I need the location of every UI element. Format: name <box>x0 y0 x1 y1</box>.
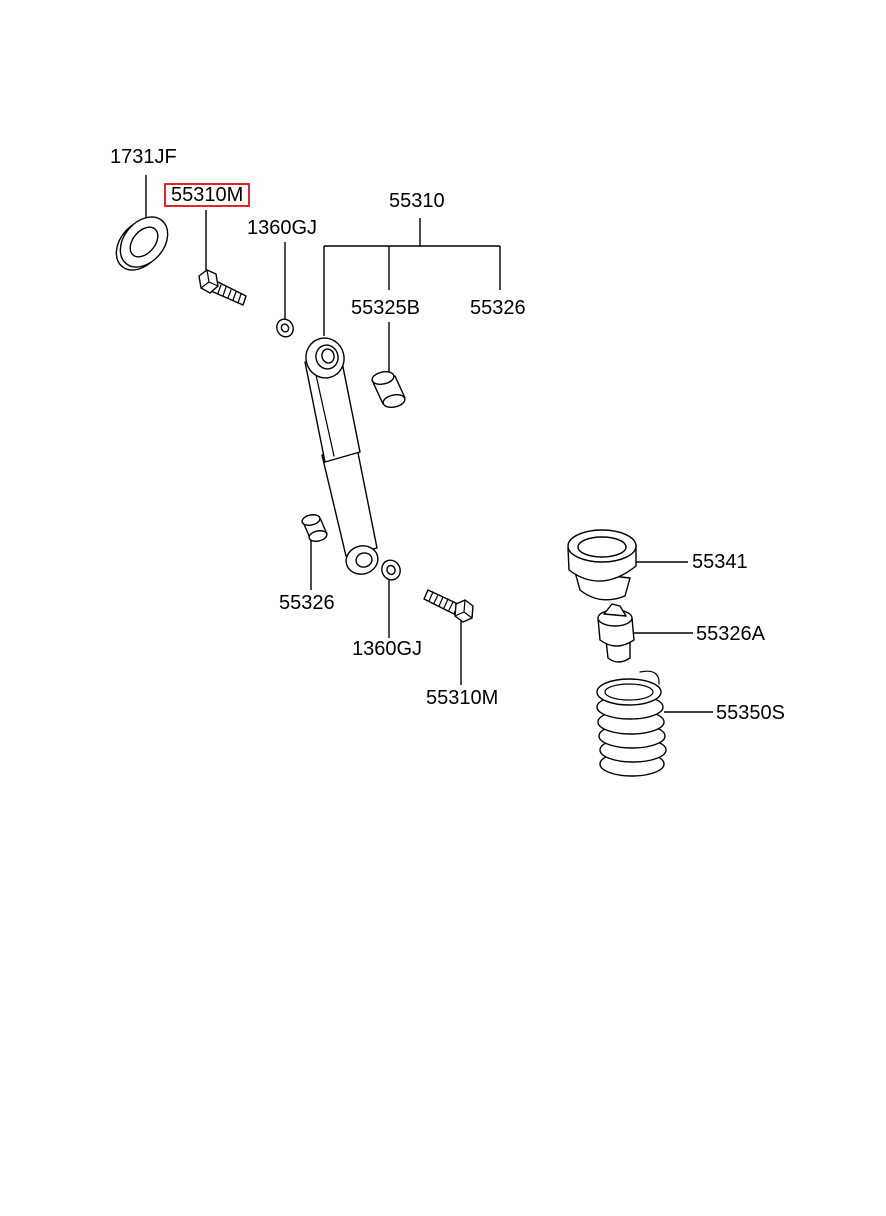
nut-1360gj-bottom-drawing <box>381 559 401 581</box>
leader-lines <box>145 175 713 713</box>
label-55310m-top-highlighted[interactable]: 55310M <box>164 183 251 207</box>
label-55341[interactable]: 55341 <box>692 551 748 573</box>
bolt-55310m-bottom-drawing <box>423 589 474 623</box>
bolt-55310m-top-drawing <box>198 269 247 306</box>
label-55326-upper[interactable]: 55326 <box>470 297 526 319</box>
nut-1360gj-top-drawing <box>276 318 294 338</box>
label-55325b[interactable]: 55325B <box>351 297 420 319</box>
coil-spring-55350s-drawing <box>596 670 667 777</box>
label-55350s[interactable]: 55350S <box>716 702 785 724</box>
label-1731jf[interactable]: 1731JF <box>110 146 177 168</box>
bushing-55326-lower-drawing <box>301 514 328 542</box>
leader-55310-bracket <box>323 218 501 336</box>
washer-1731jf-drawing <box>115 216 169 271</box>
label-1360gj-top[interactable]: 1360GJ <box>247 217 318 239</box>
spring-seat-55341-drawing <box>567 529 637 601</box>
label-1360gj-bottom[interactable]: 1360GJ <box>352 638 423 660</box>
label-55326-lower[interactable]: 55326 <box>279 592 335 614</box>
bumper-stopper-55326a-drawing <box>597 603 635 663</box>
shock-absorber-55310-drawing <box>304 337 379 575</box>
bushing-55325b-drawing <box>371 371 406 408</box>
label-55310m-bottom[interactable]: 55310M <box>426 687 499 709</box>
label-55310[interactable]: 55310 <box>389 190 445 212</box>
label-55326a[interactable]: 55326A <box>696 623 765 645</box>
